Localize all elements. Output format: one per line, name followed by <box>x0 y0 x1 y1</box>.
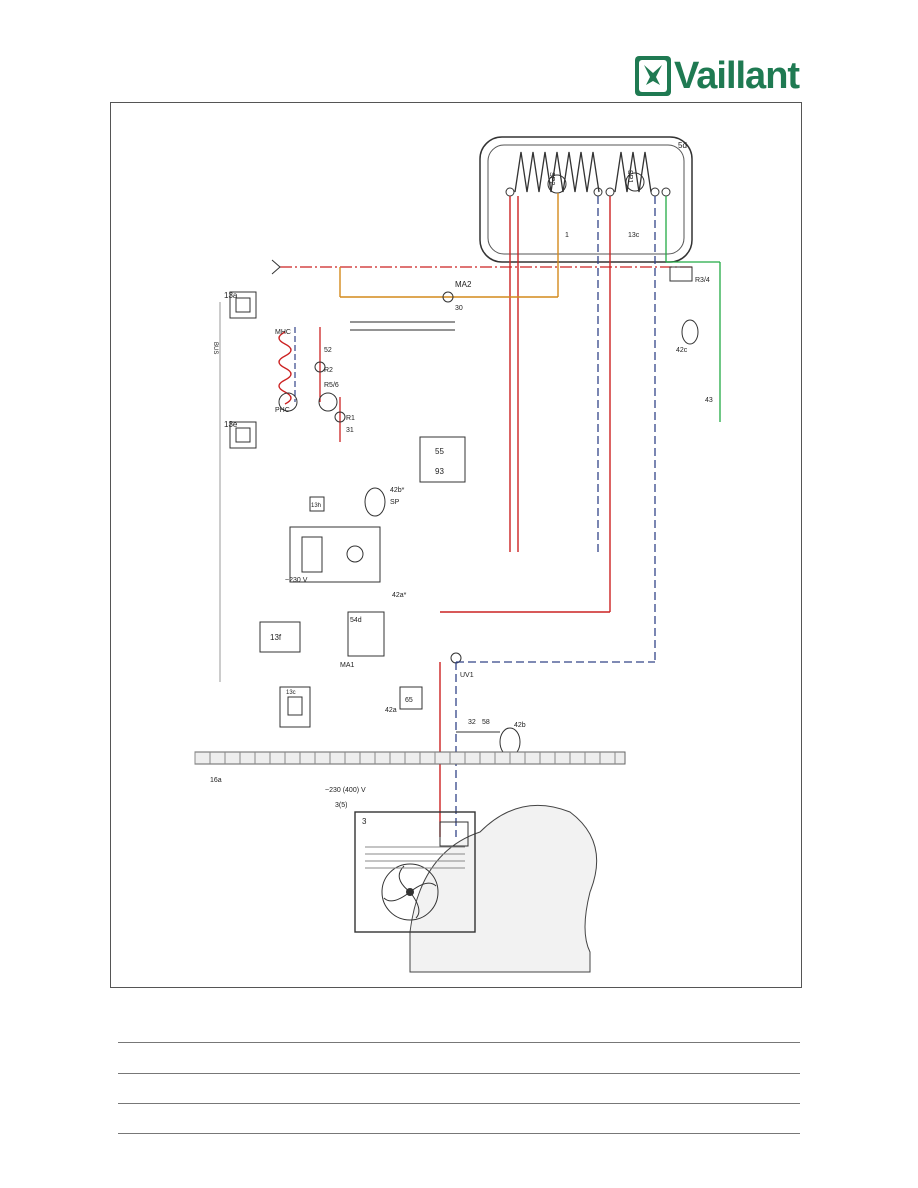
footer-rule-4 <box>118 1133 800 1134</box>
label-3-5: 3(5) <box>335 802 347 809</box>
label-r2: R2 <box>324 367 333 374</box>
heat-pump-unit: 3 3(5) <box>335 802 476 933</box>
separator-55: 55 93 <box>419 436 466 483</box>
label-ma2: MA2 <box>455 280 472 289</box>
tap-icon <box>271 259 281 275</box>
label-52: 52 <box>324 347 332 354</box>
label-42a: 42a <box>385 707 397 714</box>
label-93: 93 <box>435 467 444 476</box>
label-bus: BUS <box>212 342 218 354</box>
label-42c: 42c <box>676 347 688 354</box>
label-mhc: MHC <box>275 329 291 336</box>
label-sp: SP <box>390 499 400 506</box>
label-42b-star: 42b* <box>390 487 405 494</box>
unit-13h: 13h 42b* SP ~230 V <box>285 487 405 584</box>
label-phc: PHC <box>275 407 290 414</box>
label-58: 58 <box>482 719 490 726</box>
component-65: 65 42a <box>385 686 423 714</box>
storage-tank: 5d SP2 SP1 1 13c <box>479 136 693 263</box>
footer-rule-2 <box>118 1073 800 1074</box>
label-42a-star: 42a* <box>392 592 407 599</box>
module-54d: 54d MA1 42a* <box>340 592 407 669</box>
brand-name: Vaillant <box>674 55 800 97</box>
building-wall: 16a ~230 (400) V <box>194 751 626 794</box>
label-43: 43 <box>705 397 713 404</box>
footer-rule-1 <box>118 1042 800 1043</box>
label-16a: 16a <box>210 777 222 784</box>
label-230-400v: ~230 (400) V <box>325 787 366 794</box>
controller-13e: 13e <box>224 420 257 449</box>
footer-rule-3 <box>118 1103 800 1104</box>
hare-emblem-icon <box>635 56 671 96</box>
mixed-heating-circuit: MHC 52 R2 R5/6 <box>275 327 339 405</box>
label-42b: 42b <box>514 722 526 729</box>
label-13h: 13h <box>311 503 321 509</box>
label-13c-tank: 13c <box>628 232 640 239</box>
cold-water-circuit: R3/4 42c 43 <box>666 261 721 422</box>
label-31: 31 <box>346 427 354 434</box>
label-r56: R5/6 <box>324 382 339 389</box>
label-3: 3 <box>362 817 367 826</box>
label-230v-a: ~230 V <box>285 577 308 584</box>
controller-13a: 13a <box>224 291 257 319</box>
tank-pipes <box>509 193 667 662</box>
ma2-loop: MA2 30 <box>339 267 558 312</box>
label-r34: R3/4 <box>695 277 710 284</box>
label-13a: 13a <box>224 291 238 300</box>
label-13f: 13f <box>270 633 282 642</box>
label-uv1: UV1 <box>460 672 474 679</box>
label-1: 1 <box>565 232 569 239</box>
label-sp1: SP1 <box>626 170 633 183</box>
hydraulic-schematic: 5d SP2 SP1 1 13c MA2 30 13a 13e BUS <box>194 136 721 973</box>
label-5d: 5d <box>678 141 687 150</box>
label-13c: 13c <box>286 690 296 696</box>
expansion-vessel-42b: 42b 32 58 <box>456 719 526 757</box>
label-ma1: MA1 <box>340 662 355 669</box>
pump-heating-circuit: PHC R1 31 <box>275 392 355 442</box>
label-32: 32 <box>468 719 476 726</box>
vaillant-logo: Vaillant <box>634 52 800 100</box>
label-r1: R1 <box>346 415 355 422</box>
label-13e: 13e <box>224 420 238 429</box>
diagram-frame <box>110 102 802 988</box>
label-55: 55 <box>435 447 444 456</box>
label-30-ma2: 30 <box>455 305 463 312</box>
control-13f: 13f <box>259 621 301 653</box>
controller-13c: 13c <box>279 686 311 728</box>
label-65: 65 <box>405 697 413 704</box>
label-sp2: SP2 <box>548 172 555 185</box>
label-54d: 54d <box>350 617 362 624</box>
